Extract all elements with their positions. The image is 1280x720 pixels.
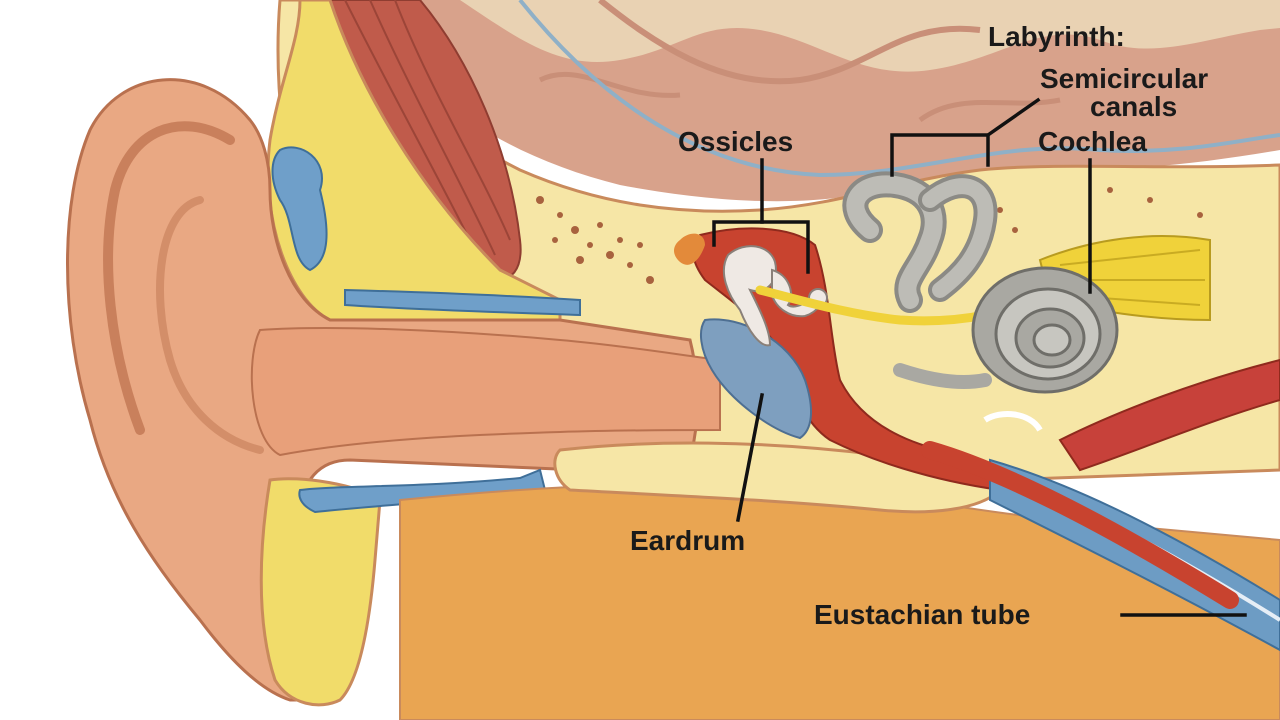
cochlea-shape	[893, 266, 1119, 394]
brain-region	[300, 0, 1280, 202]
semicircular-bracket	[890, 133, 990, 177]
vessels-and-tube	[921, 358, 1280, 652]
semicircular-leader	[985, 97, 1041, 138]
label-ossicles: Ossicles	[678, 126, 793, 157]
earlobe	[259, 468, 547, 720]
label-semicircular-line2: canals	[1090, 91, 1177, 122]
facial-nerve	[755, 285, 990, 326]
label-eustachian-tube: Eustachian tube	[814, 599, 1030, 630]
upper-fat-tissue	[266, 0, 581, 322]
label-cochlea: Cochlea	[1038, 126, 1147, 157]
leader-lines	[712, 97, 1247, 617]
label-labyrinth: Labyrinth:	[988, 21, 1125, 52]
semicircular-canals-shape	[842, 171, 998, 313]
label-eardrum: Eardrum	[630, 525, 745, 556]
eardrum-membrane	[699, 318, 812, 440]
label-semicircular-line1: Semicircular	[1040, 63, 1208, 94]
ear-canal	[250, 327, 721, 457]
eardrum-leader	[735, 392, 765, 523]
